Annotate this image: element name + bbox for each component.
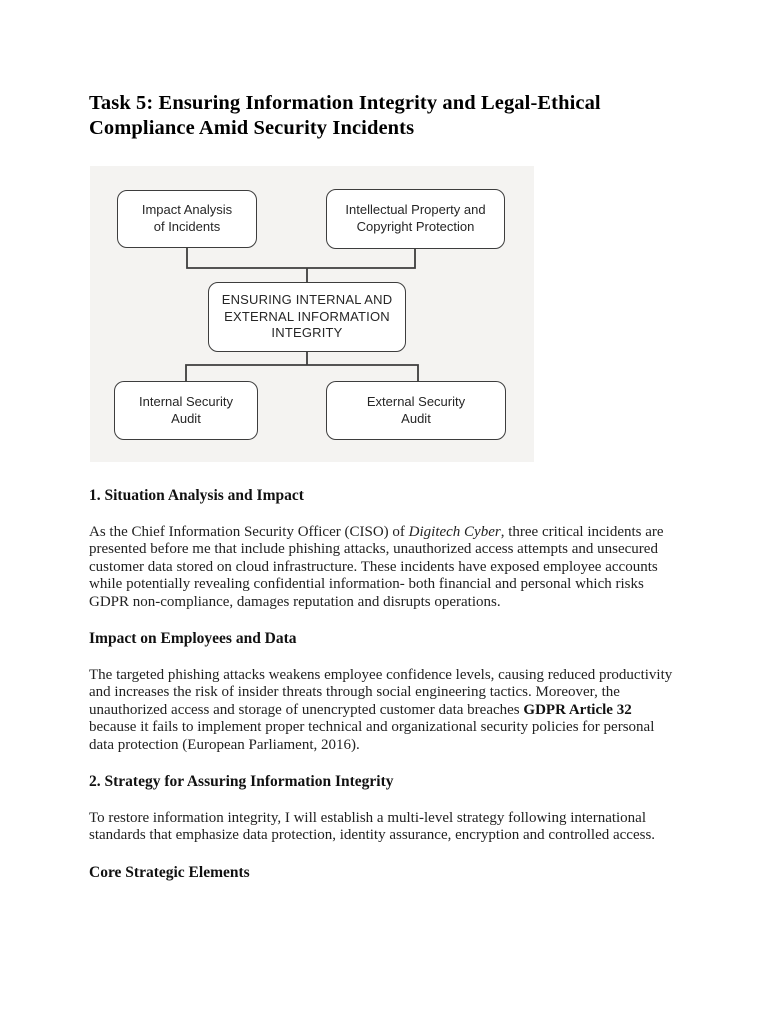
section-heading-strategy: 2. Strategy for Assuring Information Int…: [89, 773, 394, 790]
flowchart-image: Impact Analysis of Incidents Intellectua…: [90, 166, 534, 462]
document-body: 1. Situation Analysis and Impact As the …: [89, 487, 681, 900]
flowchart-connector-lines: [185, 248, 419, 382]
flowchart-box-information-integrity: ENSURING INTERNAL AND EXTERNAL INFORMATI…: [208, 282, 406, 352]
company-name-italic: Digitech Cyber: [408, 523, 501, 540]
section-heading-core-strategic-elements: Core Strategic Elements: [89, 863, 250, 881]
paragraph-strategy: To restore information integrity, I will…: [89, 809, 656, 844]
document-title: Task 5: Ensuring Information Integrity a…: [89, 92, 601, 139]
flowchart-box-internal-audit: Internal Security Audit: [114, 381, 258, 440]
paragraph-text: , three critical incidents are presented…: [89, 523, 664, 610]
flowchart-box-impact-analysis: Impact Analysis of Incidents: [117, 190, 257, 248]
flowchart-box-external-audit: External Security Audit: [326, 381, 506, 440]
paragraph-text: The targeted phishing attacks weakens em…: [89, 666, 673, 718]
section-heading-situation-analysis: 1. Situation Analysis and Impact: [89, 487, 304, 504]
section-heading-impact-employees-data: Impact on Employees and Data: [89, 630, 297, 647]
flowchart-box-ip-copyright: Intellectual Property and Copyright Prot…: [326, 189, 505, 249]
gdpr-article-bold: GDPR Article 32: [523, 701, 632, 718]
paragraph-text: because it fails to implement proper tec…: [89, 719, 655, 753]
paragraph-situation-analysis: As the Chief Information Security Office…: [89, 524, 681, 612]
paragraph-impact-employees-data: The targeted phishing attacks weakens em…: [89, 667, 681, 755]
paragraph-text: As the Chief Information Security Office…: [89, 523, 409, 540]
